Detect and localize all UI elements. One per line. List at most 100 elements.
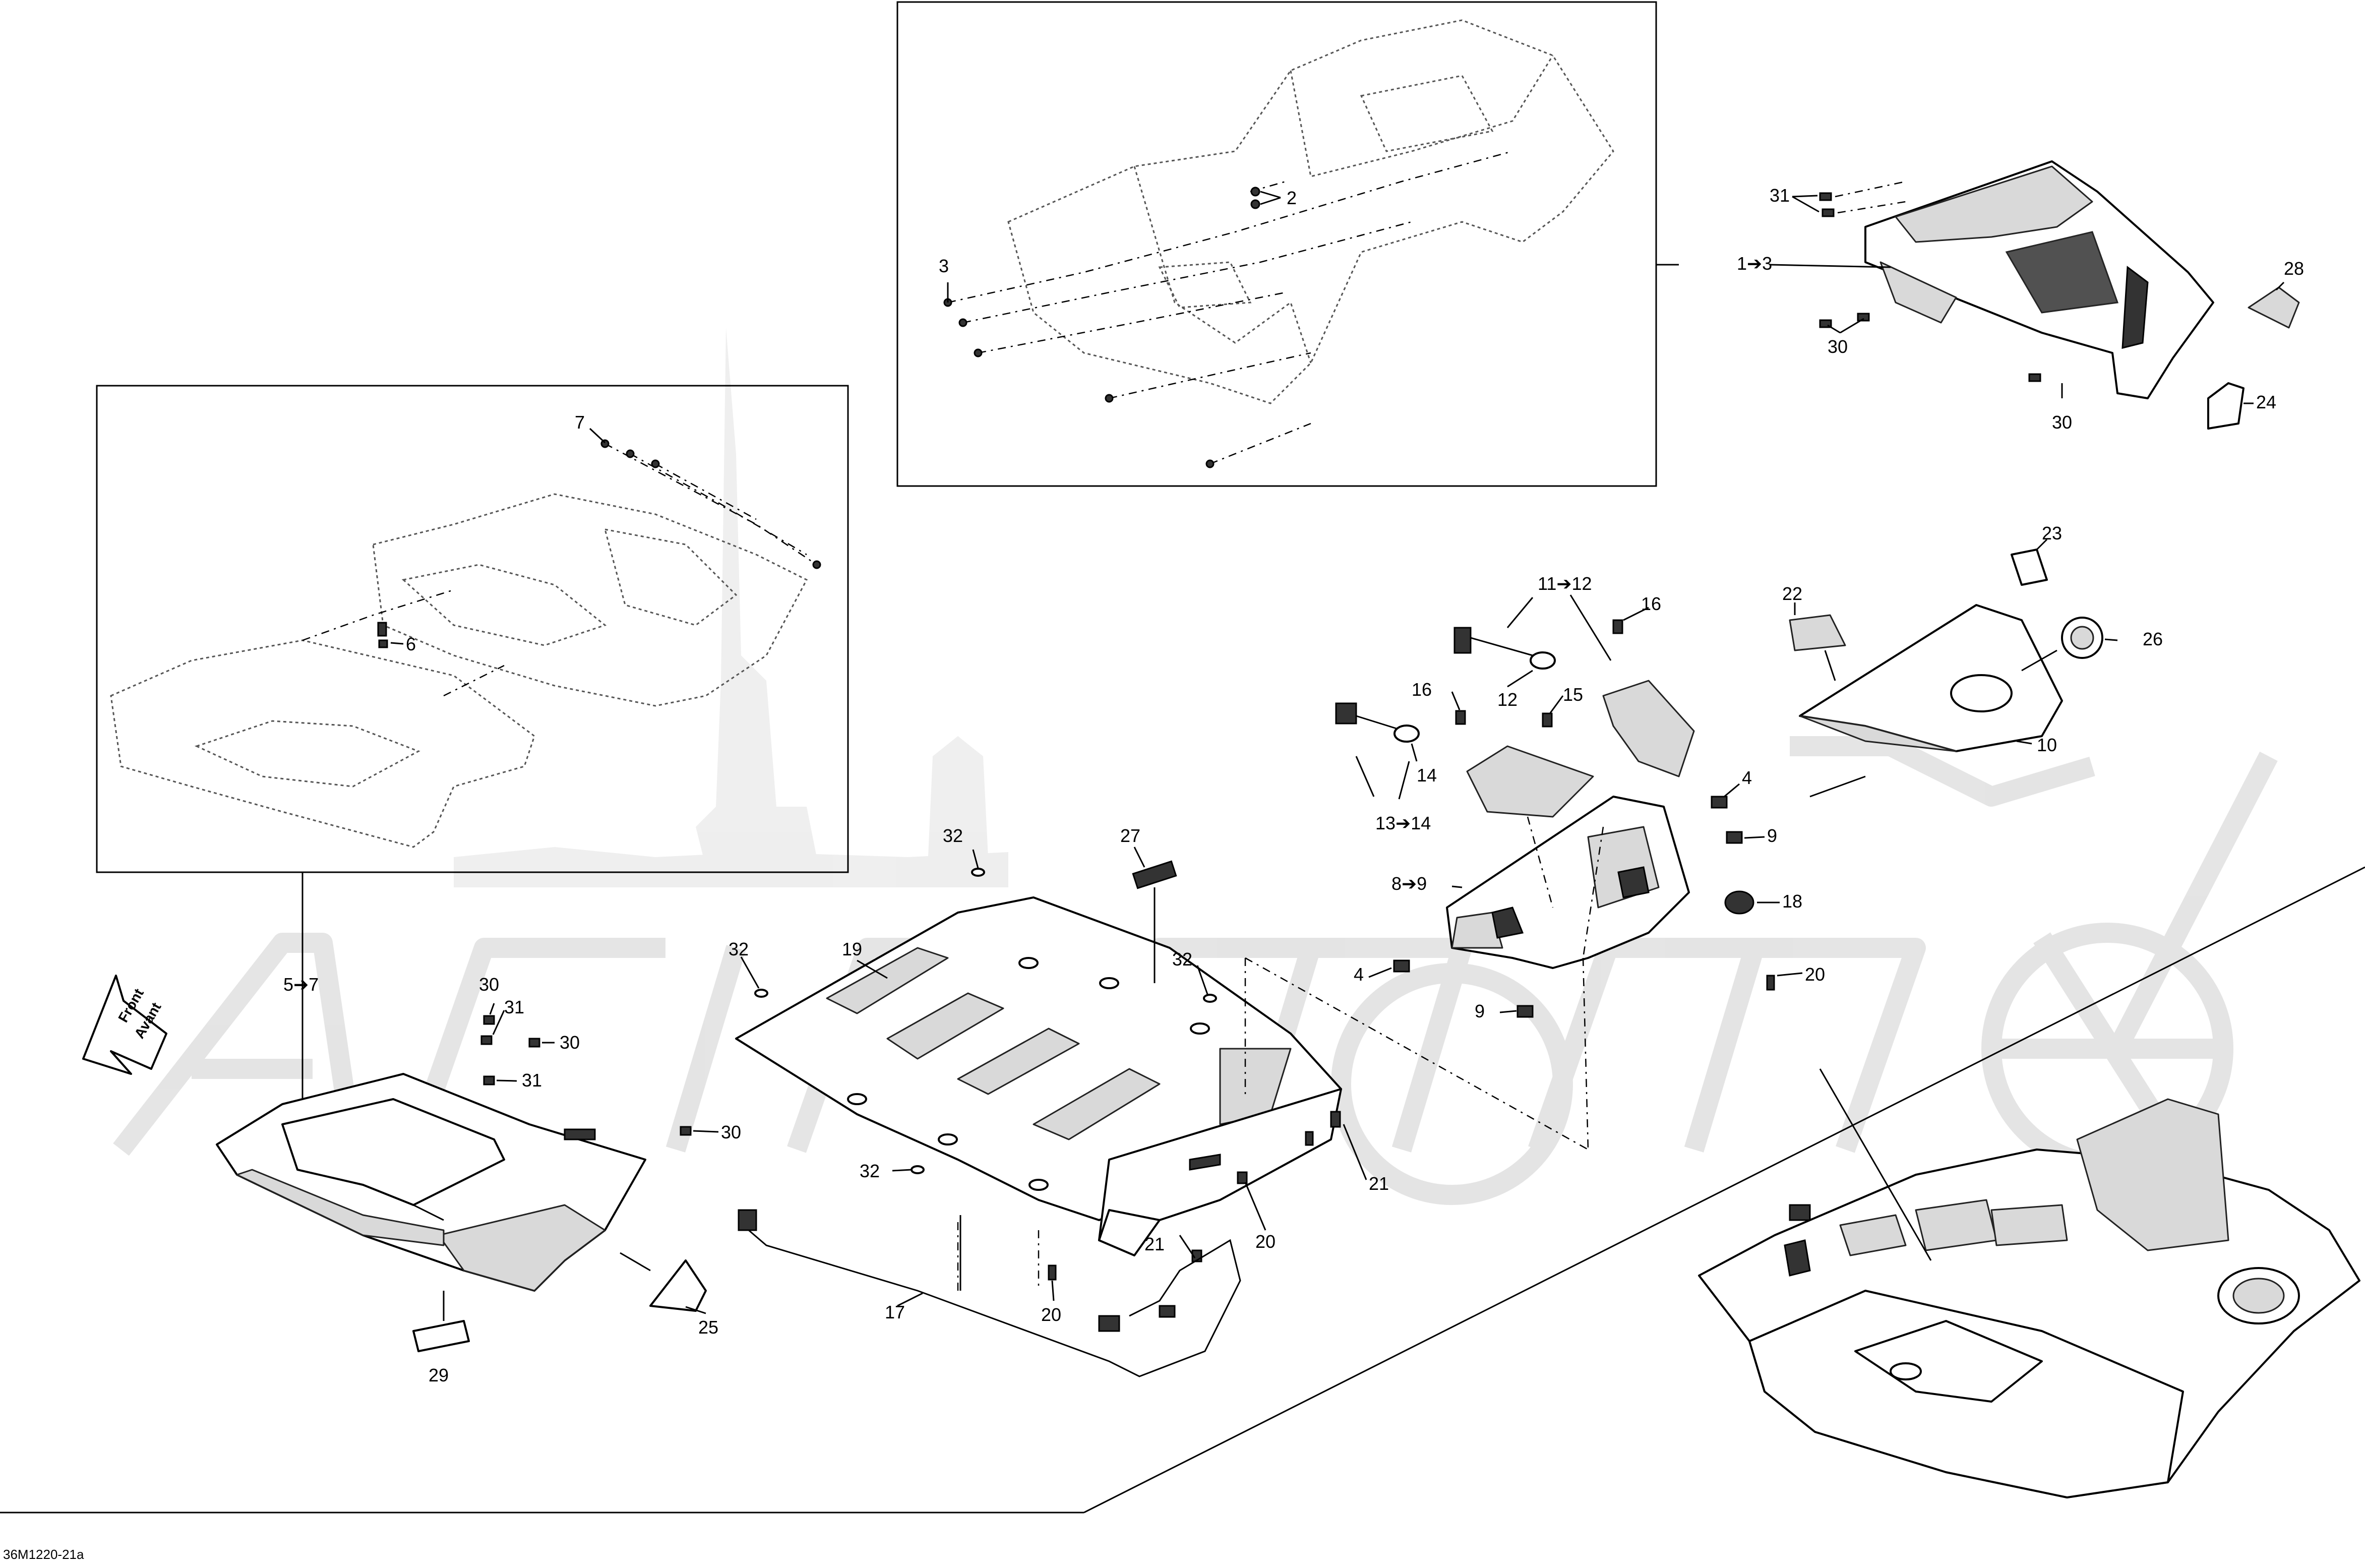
leader-10-arrow [1809,775,1866,798]
callout-30-d: 30 [2052,412,2072,433]
taillight-assembly-lines [1527,816,1604,1150]
leader-25 [685,1306,706,1314]
decal-27 [1132,860,1177,889]
rear-storage-ghost [110,443,817,848]
decal-26-inner [2070,626,2094,650]
front-direction-arrow [82,975,167,1075]
complete-assembly [1698,1098,2360,1498]
leader-12 [1507,670,1533,688]
leader-2 [1260,191,1281,205]
callout-13-14: 13➔14 [1375,813,1431,833]
callout-labels: 1➔3 2 3 4 4 5➔7 6 7 8➔9 9 9 10 11➔12 12 … [283,185,2304,1385]
leader-16b [1623,607,1649,621]
decal-22 [1789,614,1846,651]
callout-3: 3 [939,256,949,276]
leader-14 [1411,743,1418,762]
taillight-lens-left [1466,745,1594,818]
leader-19 [857,959,888,979]
leader-9b [1499,1010,1517,1013]
leader-25-arrow [620,1252,651,1272]
callout-20-lower: 20 [1041,1304,1061,1325]
leader-23 [2036,538,2048,551]
leader-21a [1343,1124,1367,1180]
callout-4-upper: 4 [1742,767,1752,788]
leader-31a [492,1010,505,1035]
leader-6 [390,642,404,645]
callout-25: 25 [698,1317,718,1338]
leader-complete-assembly [1819,1068,1932,1261]
leader-30e [693,1130,719,1133]
callout-27: 27 [1120,825,1140,846]
rear-frame-screws [943,187,1260,468]
decal-23 [2011,549,2048,586]
callout-28: 28 [2284,258,2304,279]
callout-20-right: 20 [1805,964,1825,985]
callout-16-right: 16 [1641,593,1661,614]
callout-16-left: 16 [1412,679,1432,700]
decal-24 [2207,382,2245,430]
decal-28 [2248,286,2300,329]
callout-8-9: 8➔9 [1391,873,1427,894]
callout-30-a: 30 [479,974,499,995]
callout-11-12: 11➔12 [1538,573,1592,594]
decal-29 [412,1320,470,1352]
leader-8-9 [1451,885,1463,888]
bulb-socket-11-12 [1453,627,1556,670]
callout-20-center: 20 [1255,1231,1276,1252]
storage-lid-screws [480,1015,692,1136]
platform-rivets [754,868,1217,1174]
callout-23: 23 [2042,523,2062,544]
leader-1-3-target [1769,264,1891,268]
callout-30-e: 30 [721,1122,741,1142]
callout-5-7: 5➔7 [283,974,319,995]
callout-12: 12 [1497,689,1518,710]
callout-31-b: 31 [522,1070,542,1091]
leader-21b [1179,1235,1196,1258]
callout-31-a: 31 [504,997,524,1017]
callout-7: 7 [575,412,585,433]
leader-15 [1549,695,1564,713]
leader-31c [1792,195,1820,213]
callout-30-b: 30 [560,1032,580,1053]
callout-31-c: 31 [1770,185,1790,206]
callout-32-d: 32 [860,1161,880,1181]
callout-17: 17 [885,1302,905,1322]
inset-box-top [896,1,1657,487]
leader-9a [1744,836,1765,839]
taillight-lens-right [1602,680,1695,777]
leader-22 [1794,602,1836,681]
storage-lid [216,1073,646,1292]
taillight-housing [1446,796,1690,969]
section-divider-line [1083,866,2365,1514]
callout-14: 14 [1417,765,1437,786]
callout-32-b: 32 [943,825,963,846]
decal-25 [649,1259,707,1312]
taillight-fasteners [1393,619,1775,1018]
callout-18: 18 [1782,891,1802,912]
leader-30a [489,1003,495,1015]
platform-fasteners [1048,1111,1341,1281]
diagram-code: 36M1220-21a [3,1547,84,1562]
leader-11-12 [1506,594,1612,661]
leader-27 [1133,847,1156,983]
callout-24: 24 [2256,392,2276,412]
leader-7 [589,428,606,444]
callout-4-lower: 4 [1354,964,1364,985]
callout-19: 19 [842,939,862,959]
leader-4b [1368,967,1392,978]
callout-30-c: 30 [1828,336,1848,357]
leader-16a [1451,691,1461,710]
callout-21-lower: 21 [1144,1234,1165,1254]
inset-box-left [96,385,849,873]
callout-10: 10 [2037,735,2057,755]
callout-9-lower: 9 [1475,1001,1485,1021]
callout-2: 2 [1287,188,1297,208]
callout-22: 22 [1782,583,1802,604]
bulb-socket-13-14 [1335,702,1420,743]
leader-31b [496,1079,517,1082]
leader-10 [2016,740,2032,745]
callout-29: 29 [429,1365,449,1385]
leader-4a [1724,783,1740,798]
